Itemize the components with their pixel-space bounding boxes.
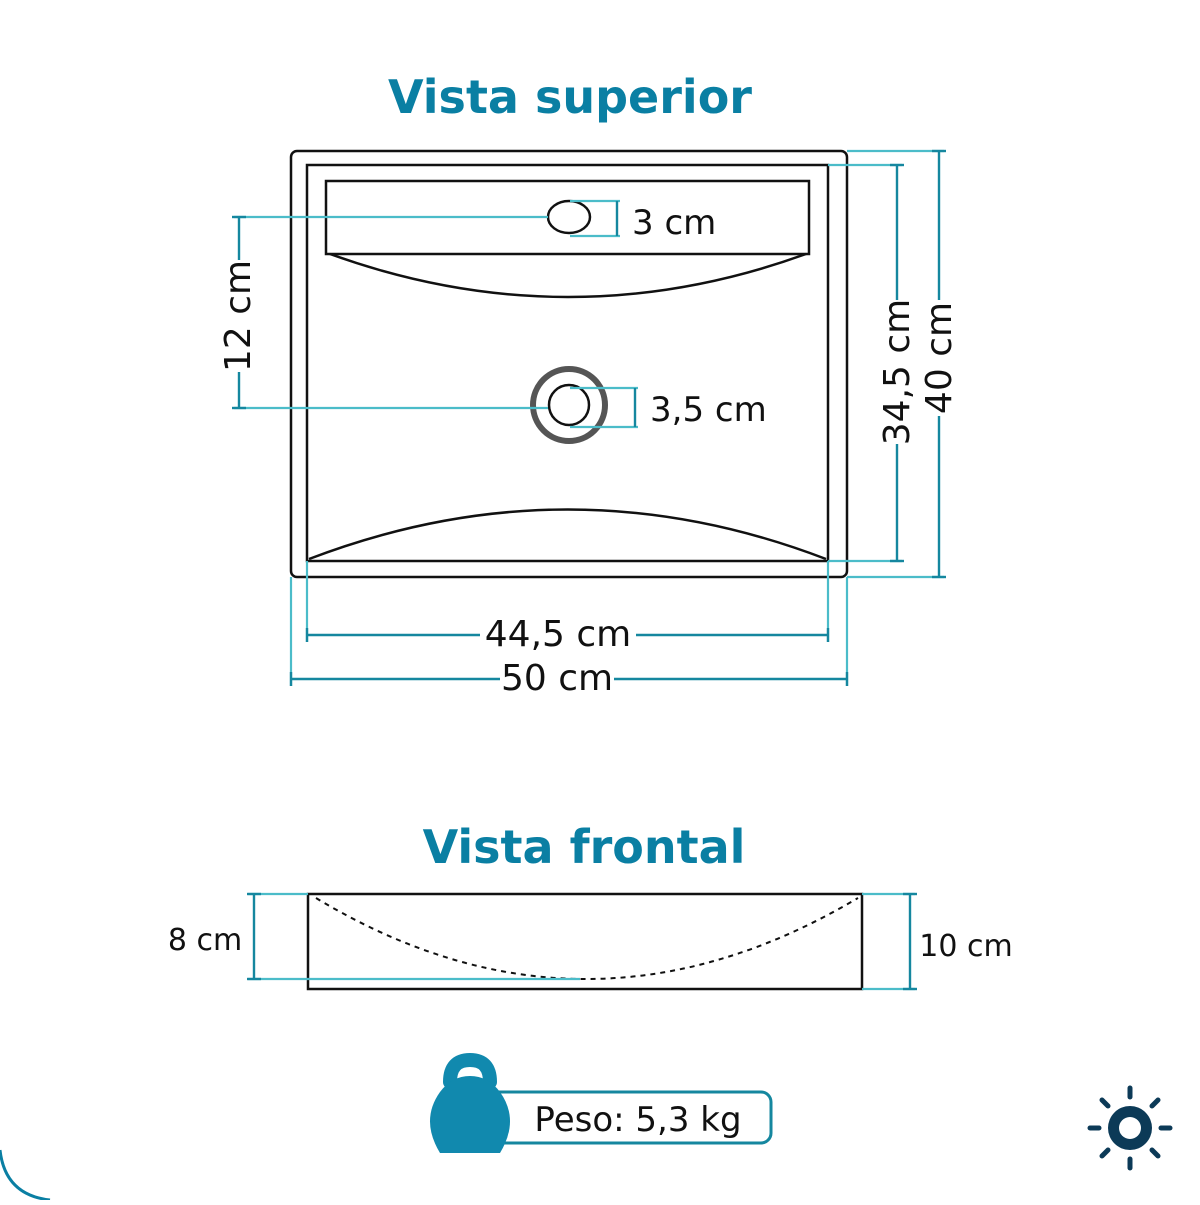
sun-icon [1087,1085,1173,1171]
drain-dimension: 3,5 cm [570,386,767,430]
basin-outer-edge [289,149,849,579]
front-view-basin [306,892,864,991]
inner-depth-label: 34,5 cm [877,299,918,445]
outer-width-dimension: 50 cm [289,577,849,699]
hole-distance-label: 12 cm [218,260,259,372]
front-curve [308,508,827,561]
top-view-title: Vista superior [388,70,752,124]
bowl-hidden-line [315,897,859,980]
deck-curve [329,252,807,299]
basin-inner-edge [305,163,830,563]
inner-depth-dimension: 34,5 cm [828,163,918,563]
outer-height-label: 10 cm [919,929,1012,964]
drain-hole [547,383,591,427]
front-view-title: Vista frontal [423,820,746,874]
weight-label: Peso: 5,3 kg [534,1100,741,1140]
outer-depth-dimension: 40 cm [847,149,960,579]
inner-height-dimension: 8 cm [168,892,580,981]
overflow-hole-dimension: 3 cm [570,199,716,243]
inner-height-label: 8 cm [168,923,242,958]
outer-width-label: 50 cm [501,658,613,699]
outer-height-dimension: 10 cm [862,892,1013,991]
kettlebell-icon [430,1052,510,1153]
drain-label: 3,5 cm [650,390,767,430]
drain-ring [530,366,608,444]
outer-depth-label: 40 cm [919,302,960,414]
basin-front-outline [306,892,864,991]
overflow-hole-label: 3 cm [632,203,716,243]
inner-width-label: 44,5 cm [485,614,631,655]
inner-width-dimension: 44,5 cm [305,561,830,655]
overflow-hole [546,199,592,235]
corner-decoration [0,1149,51,1202]
top-view-basin [289,149,849,579]
weight-badge: Peso: 5,3 kg [430,1052,773,1153]
hole-distance-dimension: 12 cm [218,215,548,410]
